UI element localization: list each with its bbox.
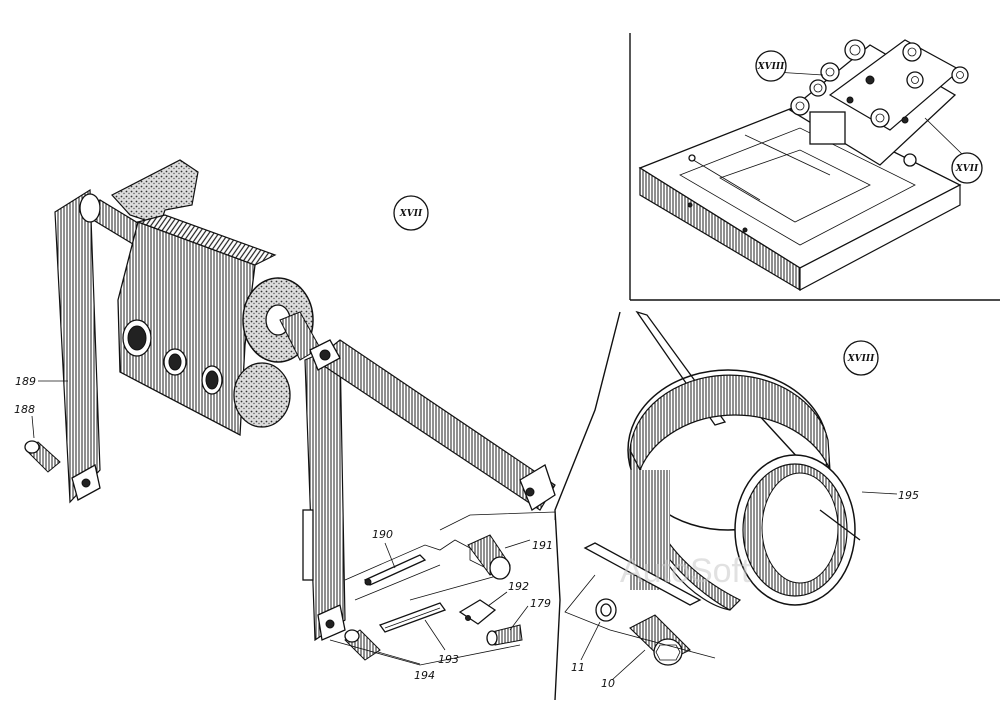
inset-label-xvii: XVII	[955, 164, 979, 174]
roller-188	[24, 440, 61, 473]
part-label-188: 188	[14, 403, 35, 416]
exploded-fasteners	[329, 511, 556, 666]
outer-band	[629, 374, 831, 472]
leader-lines	[31, 380, 898, 681]
part-label-179: 179	[530, 597, 551, 610]
lever-arm	[313, 339, 556, 511]
assembly-xvii	[24, 159, 556, 642]
part-label-11: 11	[571, 661, 585, 674]
bolt-10	[629, 614, 691, 666]
part-label-193: 193	[438, 653, 459, 666]
watermark: AutoSoft	[620, 552, 751, 590]
stippled-bracket	[111, 159, 199, 226]
roller-191	[467, 534, 511, 580]
roller-194	[344, 629, 381, 661]
pin-193	[378, 602, 447, 633]
roman-circle-xvii	[393, 195, 429, 231]
pin-190	[363, 554, 427, 586]
right-strap	[304, 344, 346, 642]
part-label-190: 190	[372, 528, 393, 541]
roman-circle-xviii	[843, 340, 879, 376]
part-label-10: 10	[601, 677, 615, 690]
assembly-xviii	[564, 310, 861, 666]
section-divider	[554, 311, 621, 701]
view-label-xvii: XVII	[399, 209, 423, 219]
left-strap	[54, 188, 101, 504]
view-label-xviii: XVIII	[847, 354, 875, 364]
plate-192	[458, 599, 497, 625]
part-label-189: 189	[15, 375, 36, 388]
part-label-191: 191	[532, 539, 553, 552]
part-label-192: 192	[508, 580, 529, 593]
part-label-195: 195	[898, 489, 919, 502]
leader-inset-xvii	[924, 117, 964, 156]
inset-roman-circle-xviii	[755, 50, 787, 82]
rod-end	[583, 542, 702, 606]
inset-label-xviii: XVIII	[757, 62, 785, 72]
inset-roman-circle-xvii	[951, 152, 983, 184]
washer-11	[595, 598, 617, 622]
bolt-179	[486, 624, 523, 646]
part-label-194: 194	[414, 669, 435, 682]
inset-panel: XVIII XVII	[629, 33, 1000, 301]
